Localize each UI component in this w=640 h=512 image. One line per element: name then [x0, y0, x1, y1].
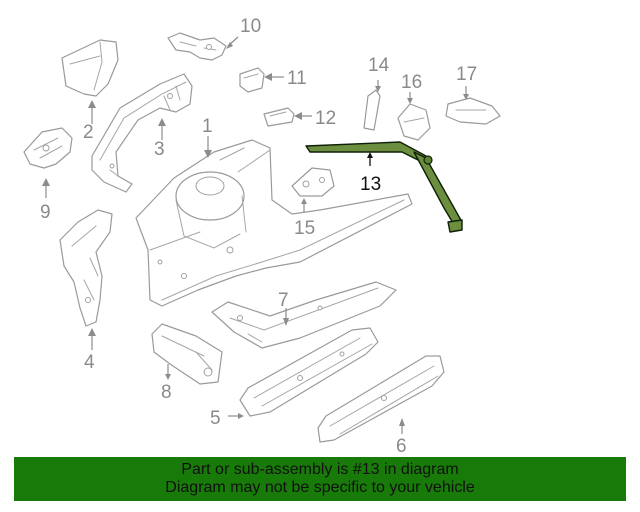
arrow-6	[399, 418, 405, 426]
callout-15: 15	[294, 218, 315, 239]
parts-diagram: 10 11 12 2 3 9	[23, 16, 501, 455]
arrow-1	[204, 150, 212, 158]
callout-7: 7	[278, 290, 289, 311]
callout-9: 9	[40, 202, 51, 223]
callout-17: 17	[456, 64, 477, 85]
info-banner: Part or sub-assembly is #13 in diagram D…	[14, 457, 626, 501]
callout-6: 6	[396, 436, 407, 455]
part-8-bracket	[151, 323, 223, 385]
callout-8: 8	[161, 382, 172, 403]
arrow-5	[238, 413, 244, 419]
part-9-bracket	[23, 127, 73, 169]
callout-2: 2	[83, 122, 94, 143]
arrow-12	[294, 112, 302, 120]
callout-14: 14	[368, 55, 390, 76]
arrow-11	[264, 73, 272, 81]
arrow-15	[301, 198, 307, 204]
arrow-8	[165, 374, 171, 380]
callout-11: 11	[287, 68, 307, 89]
part-7-rail	[211, 281, 397, 349]
callout-13: 13	[360, 174, 381, 195]
arrow-4	[88, 328, 96, 336]
part-1-apron	[135, 139, 413, 307]
part-13-strut-brace	[305, 141, 463, 233]
callout-5: 5	[210, 408, 221, 429]
banner-line-1: Part or sub-assembly is #13 in diagram	[181, 461, 459, 478]
arrow-9	[42, 178, 50, 186]
callout-12: 12	[315, 108, 336, 129]
part-16-mount	[397, 103, 431, 141]
arrow-13	[367, 152, 373, 158]
part-15-bracket	[291, 167, 335, 197]
arrow-14	[375, 86, 381, 92]
part-12-plate	[263, 107, 295, 127]
part-4-side-member	[59, 209, 113, 327]
part-17-mount	[445, 97, 501, 125]
callout-16: 16	[401, 72, 422, 93]
arrow-7	[283, 318, 289, 326]
callout-1: 1	[202, 116, 213, 137]
arrow-2	[88, 100, 96, 108]
part-5-sill	[239, 327, 379, 417]
part-10-bracket	[167, 32, 227, 61]
arrow-3	[158, 118, 166, 126]
part-11-clip	[239, 67, 265, 93]
part-14-strip	[363, 89, 381, 131]
arrow-10	[226, 42, 233, 49]
callout-3: 3	[154, 139, 165, 160]
arrow-17	[463, 94, 469, 100]
banner-line-2: Diagram may not be specific to your vehi…	[165, 479, 475, 496]
part-3-rail	[91, 73, 193, 193]
callout-10: 10	[240, 16, 261, 37]
part-6-sill	[317, 355, 445, 443]
part-2-panel	[61, 39, 119, 97]
arrow-16	[407, 98, 413, 104]
callout-4: 4	[84, 352, 95, 373]
